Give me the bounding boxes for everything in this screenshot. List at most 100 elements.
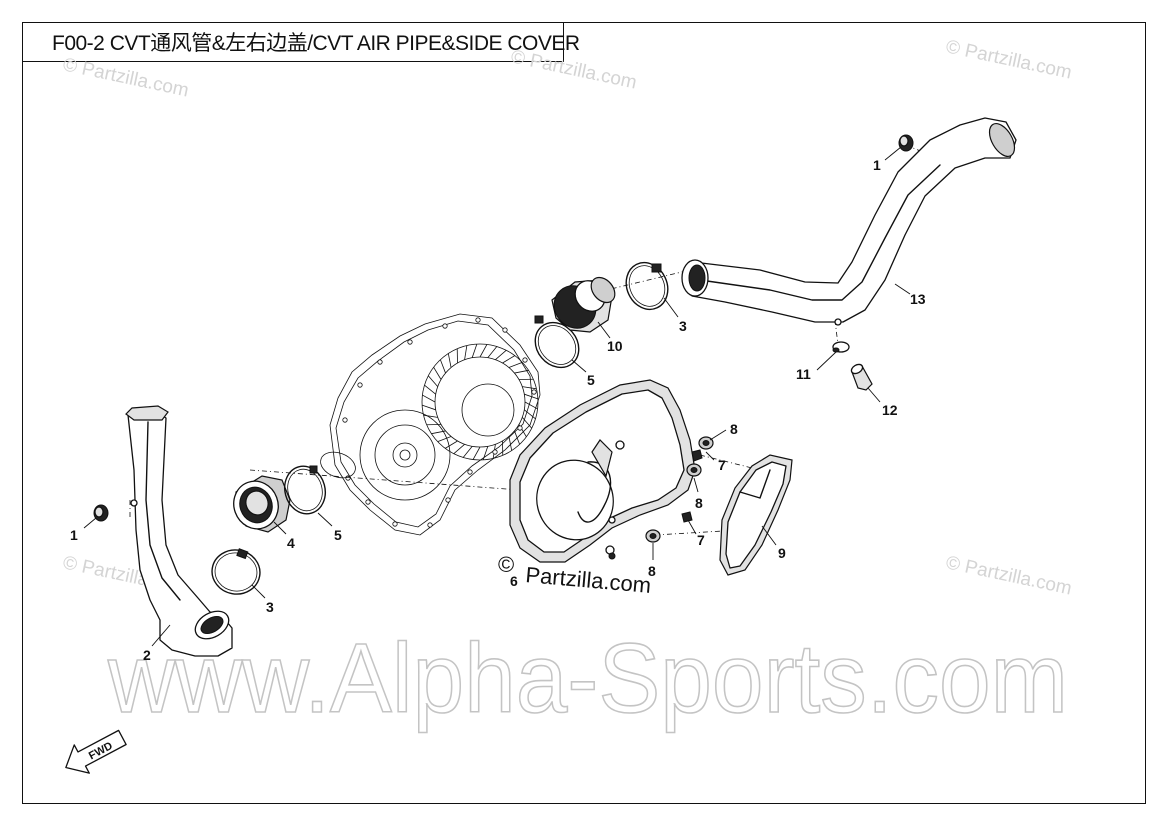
callout-11: 11	[796, 366, 811, 382]
part-8-washers	[608, 436, 714, 560]
fan-fin	[521, 417, 533, 429]
fan-fin	[464, 345, 468, 360]
fan-fin	[444, 440, 458, 449]
partzilla-watermark: © Partzilla.com	[944, 552, 1074, 599]
fan-fin	[427, 375, 439, 387]
fan-fin	[487, 346, 498, 358]
partzilla-watermark: © Partzilla.com	[61, 54, 191, 101]
callout-8-bottom: 8	[648, 563, 656, 579]
part-3-hose-clamp-upper	[625, 261, 669, 311]
case-bolt	[475, 317, 481, 323]
case-bolt	[531, 389, 537, 395]
diagram-title: F00-2 CVT通风管&左右边盖/CVT AIR PIPE&SIDE COVE…	[52, 31, 580, 55]
case-bolt	[445, 497, 451, 503]
part-7-screws	[681, 449, 703, 523]
part-1-grommet-left	[93, 504, 109, 522]
fan-fin	[508, 436, 513, 451]
fan-fin	[522, 386, 537, 390]
callout-10: 10	[607, 338, 623, 354]
fan-fin	[514, 430, 521, 445]
partzilla-watermark: © Partzilla.com	[944, 36, 1074, 83]
fwd-arrow-icon: FWD	[65, 729, 127, 774]
case-bolt	[427, 522, 433, 528]
case-bolt	[407, 339, 413, 345]
callout-2: 2	[143, 647, 151, 663]
callout-5-upper: 5	[587, 372, 595, 388]
case-bolt	[467, 469, 473, 475]
callout-9: 9	[778, 545, 786, 561]
callout-leaders	[83, 146, 911, 647]
fan-fin	[447, 353, 452, 368]
part-11-drain-clip	[832, 341, 850, 353]
case-bolt	[517, 425, 523, 431]
fan-fin	[437, 436, 452, 443]
part-2-lower-intake-duct	[125, 405, 233, 657]
callout-1-left: 1	[70, 527, 78, 543]
case-bolt	[492, 449, 498, 455]
callout-13: 13	[910, 291, 926, 307]
callout-8-mid: 8	[695, 495, 703, 511]
partzilla-watermark: © Partzilla.com	[509, 46, 639, 93]
fan-fin	[514, 369, 529, 374]
case-bolt	[442, 323, 448, 329]
part-3-hose-clamp-left	[211, 548, 261, 595]
part-5-hose-clamp-upper	[534, 315, 580, 369]
partzilla-center-mark: © Partzilla.com	[498, 552, 652, 598]
partzilla-center-text: Partzilla.com	[525, 562, 653, 598]
copyright-symbol: ©	[498, 552, 514, 577]
fan-fin	[421, 404, 436, 411]
fan-fin	[462, 446, 473, 458]
case-bolt	[342, 417, 348, 423]
fwd-label: FWD	[87, 740, 115, 762]
drawing-frame	[22, 22, 1146, 804]
fan-fin	[439, 359, 446, 374]
part-6-cvt-side-cover	[509, 379, 696, 563]
part-10-rubber-boot-upper	[551, 276, 616, 333]
fan-fin	[482, 446, 489, 461]
case-bolt	[377, 359, 383, 365]
fan-fin	[524, 393, 539, 400]
case-bolt	[392, 521, 398, 527]
fan-fin	[423, 414, 438, 418]
callout-3-left: 3	[266, 599, 274, 615]
fan-fin	[453, 443, 465, 455]
callout-8-top: 8	[730, 421, 738, 437]
fan-fin	[502, 355, 516, 364]
case-bolt	[522, 357, 528, 363]
part-5-hose-clamp-left	[284, 465, 326, 515]
fan-fin	[524, 401, 538, 410]
case-bolt	[502, 327, 508, 333]
fan-fin	[422, 394, 436, 403]
fan-fin	[495, 349, 507, 361]
title-block: F00-2 CVT通风管&左右边盖/CVT AIR PIPE&SIDE COVE…	[22, 22, 580, 62]
assembly-centerline	[654, 529, 741, 536]
case-bolt	[357, 382, 363, 388]
callouts: 1 1 2 3 3 4 5 5 6 7 7 8 8 8 9 10 11 12 1…	[70, 157, 926, 663]
fan-fin	[524, 409, 536, 420]
callout-12: 12	[882, 402, 898, 418]
callout-4: 4	[287, 535, 295, 551]
callout-7-upper: 7	[718, 457, 726, 473]
part-4-rubber-boot	[233, 475, 291, 533]
part-9-cover-panel	[719, 454, 793, 576]
part-1-grommet-upper	[898, 134, 914, 152]
fan-fin	[424, 384, 436, 395]
callout-6: 6	[510, 573, 518, 589]
part-13-upper-air-pipe	[681, 117, 1017, 326]
assembly-centerline	[699, 454, 761, 471]
callout-3-upper: 3	[679, 318, 687, 334]
fan-fin	[479, 344, 488, 358]
case-bolt	[365, 499, 371, 505]
alpha-sports-watermark: www.Alpha-Sports.com	[107, 623, 1068, 733]
cvt-engine-case	[320, 313, 541, 536]
fan-fin	[471, 343, 478, 358]
assembly-centerline	[564, 269, 691, 301]
callout-5-left: 5	[334, 527, 342, 543]
callout-1-upper: 1	[873, 157, 881, 173]
fan-fin	[508, 361, 523, 368]
fan-fin	[433, 366, 442, 380]
fan-fin	[472, 446, 481, 460]
callout-7-lower: 7	[697, 532, 705, 548]
